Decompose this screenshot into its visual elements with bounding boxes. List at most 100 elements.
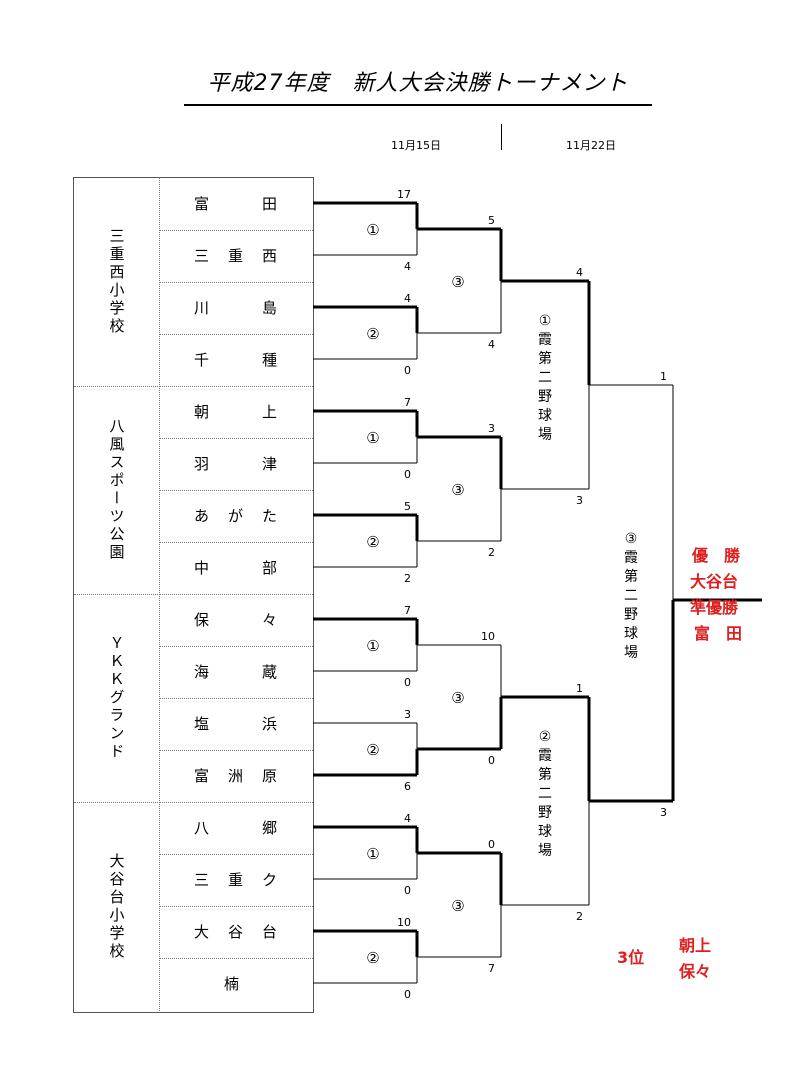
team-row: 塩浜 — [160, 698, 313, 750]
match-number: ③ — [451, 481, 464, 499]
team-name-char: た — [262, 507, 278, 525]
team-name-char: 三 — [194, 871, 210, 889]
score-label: 3 — [488, 422, 495, 435]
score-label: 17 — [397, 188, 411, 201]
team-row: 八郷 — [160, 802, 313, 854]
team-name-char: 西 — [262, 247, 278, 265]
team-name-char: 蔵 — [262, 663, 278, 681]
team-divider — [160, 334, 313, 335]
third-place-team: 保々 — [679, 962, 712, 981]
venue-name: 三重西小学校 — [107, 228, 126, 336]
round1-date: 11月15日 — [391, 139, 441, 152]
team-name-char: 大 — [194, 923, 210, 941]
score-label: 3 — [660, 806, 667, 819]
team-divider — [160, 282, 313, 283]
team-divider — [160, 230, 313, 231]
score-label: 0 — [404, 364, 411, 377]
team-name-char: 郷 — [262, 819, 278, 837]
score-label: 0 — [404, 988, 411, 1001]
score-label: 4 — [404, 292, 411, 305]
match-number: ① — [366, 221, 379, 239]
team-divider — [160, 750, 313, 751]
team-name-char: 重 — [228, 871, 244, 889]
team-name-char: 楠 — [224, 975, 240, 993]
team-name-char: 海 — [194, 663, 210, 681]
match-number: ① — [366, 637, 379, 655]
date-divider — [501, 124, 502, 150]
champion-label: 優 勝 — [692, 546, 741, 565]
team-name-char: 島 — [262, 299, 278, 317]
champion-team: 大谷台 — [690, 572, 739, 591]
team-row: 千種 — [160, 334, 313, 386]
team-divider — [160, 542, 313, 543]
venue-name: 八風スポーツ公園 — [107, 418, 126, 562]
venue-cell: 大谷台小学校 — [74, 802, 160, 1012]
score-label: 2 — [488, 546, 495, 559]
team-row: 三重西 — [160, 230, 313, 282]
score-label: 3 — [576, 494, 583, 507]
score-label: 3 — [404, 708, 411, 721]
team-name-char: 八 — [194, 819, 210, 837]
team-divider — [160, 490, 313, 491]
match-number: ③ — [451, 897, 464, 915]
score-label: 7 — [404, 604, 411, 617]
score-label: 0 — [404, 468, 411, 481]
team-name-char: ク — [262, 871, 278, 889]
match-number: ③ — [451, 689, 464, 707]
team-name-char: 上 — [262, 403, 278, 421]
team-row: 羽津 — [160, 438, 313, 490]
match-number: ① — [366, 429, 379, 447]
team-column: 富田三重西川島千種朝上羽津あがた中部保々海蔵塩浜富洲原八郷三重ク大谷台楠 — [159, 177, 314, 1013]
team-name-char: 々 — [262, 611, 278, 629]
team-row: 海蔵 — [160, 646, 313, 698]
venue-cell: ＹＫＫグランド — [74, 594, 160, 802]
team-name-char: 朝 — [194, 403, 210, 421]
team-name-char: 中 — [194, 559, 210, 577]
team-divider — [160, 646, 313, 647]
match-number: ② — [366, 533, 379, 551]
team-divider — [160, 958, 313, 959]
team-name-char: 田 — [262, 195, 278, 213]
page-title: 平成27年度 新人大会決勝トーナメント — [184, 64, 652, 106]
score-label: 2 — [404, 572, 411, 585]
third-place-team: 朝上 — [679, 936, 712, 955]
team-name-char: 富 — [194, 195, 210, 213]
team-name-char: 洲 — [228, 767, 244, 785]
round2-date: 11月22日 — [566, 139, 616, 152]
team-name-char: 塩 — [194, 715, 210, 733]
team-row: あがた — [160, 490, 313, 542]
score-label: 7 — [488, 962, 495, 975]
team-name-char: あ — [194, 507, 210, 525]
team-name-char: 千 — [194, 351, 210, 369]
team-name-char: 原 — [262, 767, 278, 785]
team-row: 保々 — [160, 594, 313, 646]
venue-cell: 三重西小学校 — [74, 178, 160, 386]
score-label: 0 — [488, 838, 495, 851]
venue-cell: 八風スポーツ公園 — [74, 386, 160, 594]
team-name-char: 富 — [194, 767, 210, 785]
score-label: 5 — [488, 214, 495, 227]
team-row: 富洲原 — [160, 750, 313, 802]
third-place-label: 3位 — [617, 948, 645, 967]
match-number: ② — [366, 949, 379, 967]
score-label: 4 — [576, 266, 583, 279]
team-row: 富田 — [160, 178, 313, 230]
team-divider — [160, 802, 313, 803]
runner-up-label: 準優勝 — [690, 598, 739, 617]
team-name-char: 羽 — [194, 455, 210, 473]
team-name-char: 三 — [194, 247, 210, 265]
score-label: 4 — [404, 812, 411, 825]
score-label: 0 — [404, 676, 411, 689]
team-name-char: 部 — [262, 559, 278, 577]
match-number: ① — [366, 845, 379, 863]
score-label: 5 — [404, 500, 411, 513]
score-label: 4 — [404, 260, 411, 273]
team-row: 朝上 — [160, 386, 313, 438]
score-label: 1 — [660, 370, 667, 383]
